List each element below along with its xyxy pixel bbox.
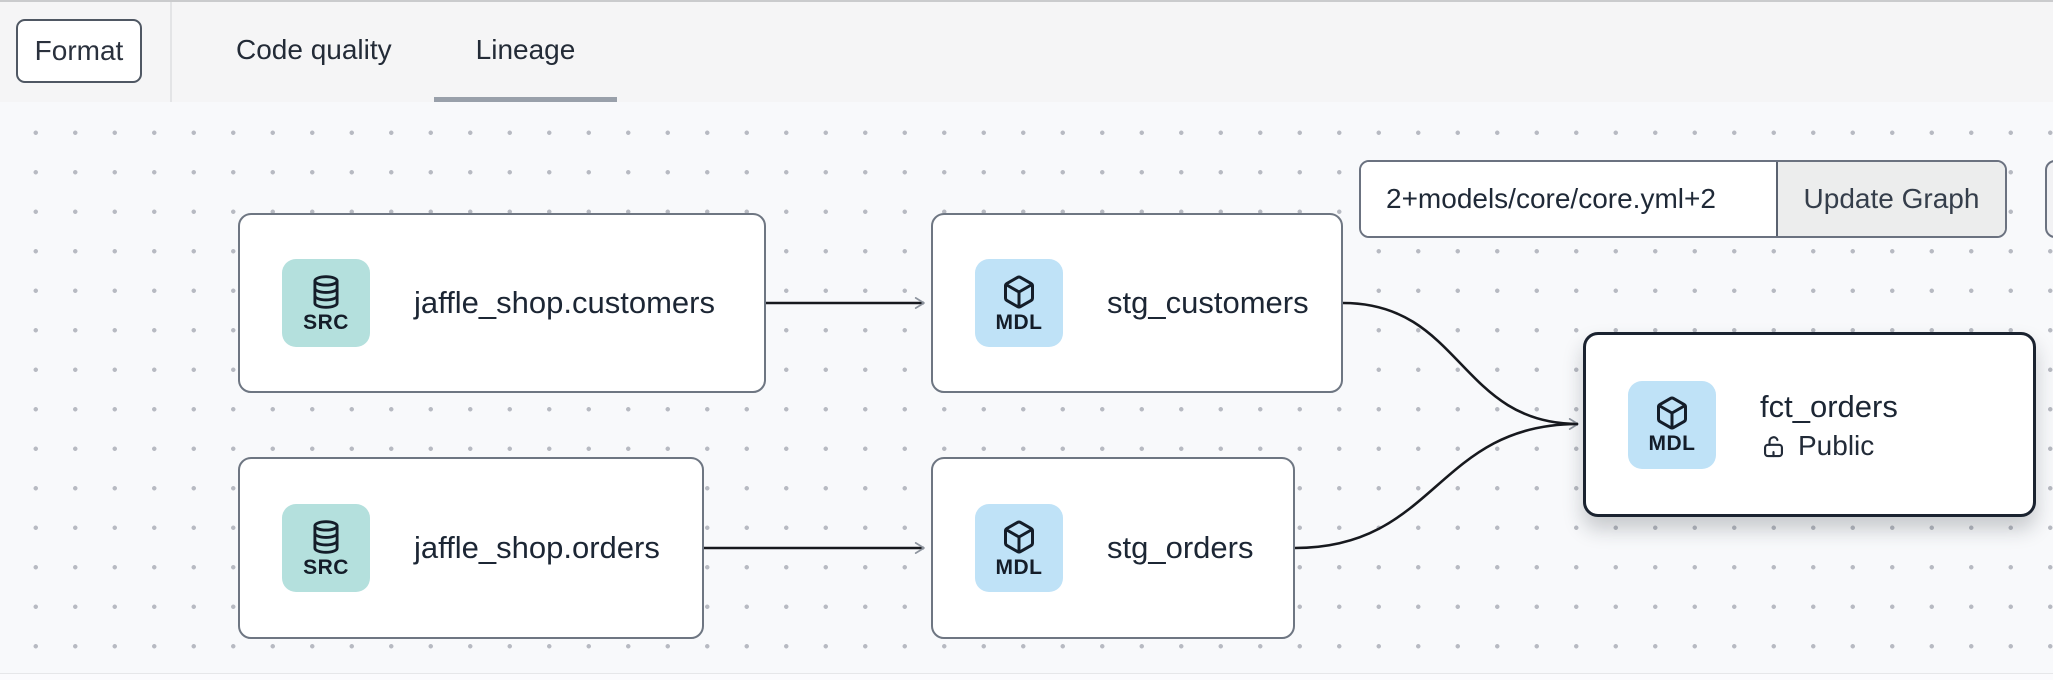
database-icon [313,274,339,309]
node-label: stg_customers [1107,285,1309,321]
tab-lineage[interactable]: Lineage [433,2,618,102]
topbar-divider [170,2,172,102]
node-type-label: SRC [303,555,349,579]
node-jaffle-shop-orders[interactable]: SRC jaffle_shop.orders [238,457,704,639]
tab-code-quality[interactable]: Code quality [236,33,392,65]
node-fct-orders[interactable]: MDL fct_orders Public [1583,332,2036,517]
lock-open-icon [1763,436,1784,457]
format-button[interactable]: Format [16,19,142,83]
node-label: jaffle_shop.customers [414,285,715,321]
update-graph-button[interactable]: Update Graph [1776,162,2005,236]
model-type-badge: MDL [1628,380,1716,469]
lineage-selector-group: Update Graph [1359,160,2007,238]
model-type-badge: MDL [975,504,1063,592]
node-label: jaffle_shop.orders [414,530,660,566]
editor-tabs: Code quality Lineage [194,2,618,102]
clipped-control[interactable] [2045,160,2053,238]
node-type-label: MDL [995,310,1043,334]
source-type-badge: SRC [282,259,370,347]
access-badge: Public [1798,430,1875,462]
cube-icon [1004,275,1034,308]
panel-bottom-edge [0,674,2053,680]
node-stg-orders[interactable]: MDL stg_orders [931,457,1295,639]
source-type-badge: SRC [282,504,370,592]
lineage-selector-input[interactable] [1361,162,1776,236]
model-type-badge: MDL [975,259,1063,347]
node-type-label: SRC [303,310,349,334]
editor-topbar: Format Code quality Lineage [0,0,2053,102]
cube-icon [1004,520,1034,553]
node-label: fct_orders [1760,388,1898,424]
node-type-label: MDL [1648,432,1696,455]
node-label: stg_orders [1107,530,1254,566]
node-stg-customers[interactable]: MDL stg_customers [931,213,1343,393]
database-icon [313,519,339,554]
node-type-label: MDL [995,555,1043,579]
cube-icon [1657,396,1687,430]
node-jaffle-shop-customers[interactable]: SRC jaffle_shop.customers [238,213,766,393]
